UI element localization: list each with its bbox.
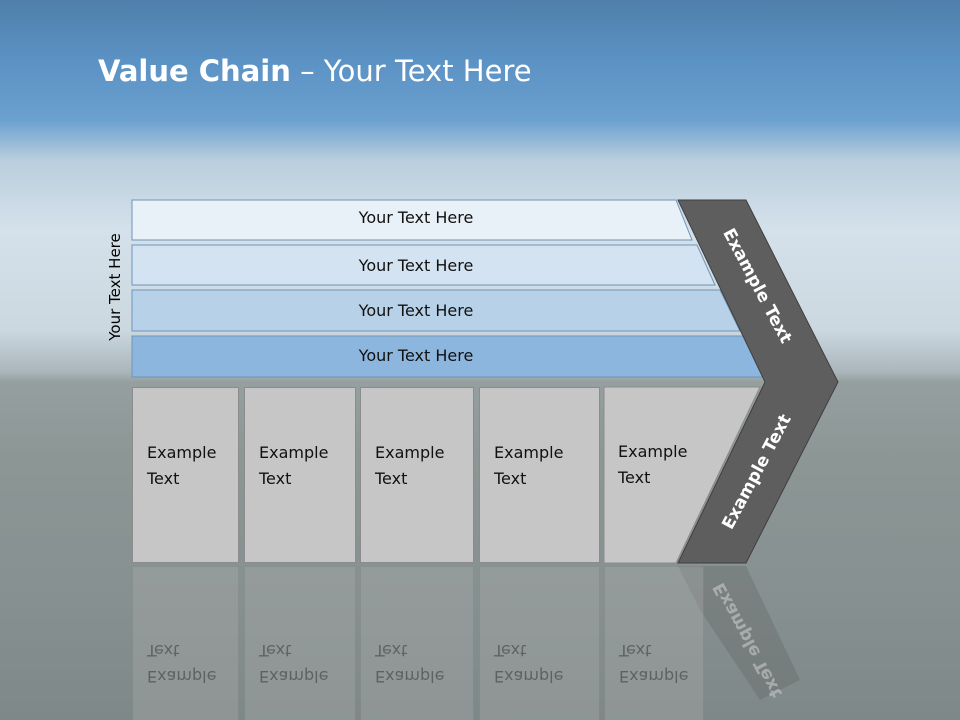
support-bar-3 [131, 289, 741, 332]
support-label-3: Your Text Here [358, 301, 474, 320]
primary-box-3: Example Text [360, 387, 474, 563]
reflect-box-2: Example Text [244, 566, 356, 720]
slide-title: Value Chain – Your Text Here [98, 54, 532, 88]
reflect-box-3-line2: Text [375, 641, 408, 660]
reflect-box-2-line1: Example [259, 667, 329, 686]
primary-box-5-shape [603, 386, 761, 564]
primary-box-5-line2: Text [618, 468, 651, 487]
margin-chevron-reflection [678, 566, 800, 700]
primary-box-1-line1: Example [147, 443, 217, 462]
support-bar-1 [131, 199, 693, 241]
reflect-box-4: Example Text [479, 566, 600, 720]
reflect-box-5-line2: Text [619, 641, 652, 660]
title-rest: – Your Text Here [290, 54, 532, 88]
primary-box-2: Example Text [244, 387, 356, 563]
reflect-box-2-line2: Text [259, 641, 292, 660]
reflect-box-5-line1: Example [619, 667, 689, 686]
reflect-box-1-line2: Text [147, 641, 180, 660]
primary-box-4-line1: Example [494, 443, 564, 462]
primary-box-2-line2: Text [259, 469, 292, 488]
reflect-box-4-line2: Text [494, 641, 527, 660]
reflect-box-1-line1: Example [147, 667, 217, 686]
support-label-4: Your Text Here [358, 346, 474, 365]
primary-box-1: Example Text [132, 387, 239, 563]
support-label-2: Your Text Here [358, 256, 474, 275]
reflect-box-5: Example Text [604, 566, 704, 720]
primary-reflection: Example Text Example Text Example Text E… [0, 566, 960, 720]
primary-box-3-line1: Example [375, 443, 445, 462]
primary-box-2-line1: Example [259, 443, 329, 462]
primary-box-5-line1: Example [618, 442, 688, 461]
reflect-box-3-line1: Example [375, 667, 445, 686]
reflect-box-3: Example Text [360, 566, 474, 720]
primary-box-3-line2: Text [375, 469, 408, 488]
title-bold: Value Chain [98, 54, 291, 88]
primary-box-5: Example Text [604, 387, 704, 563]
margin-chevron [677, 199, 839, 564]
reflect-box-4-line1: Example [494, 667, 564, 686]
reflect-box-1: Example Text [132, 566, 239, 720]
support-label-1: Your Text Here [358, 208, 474, 227]
primary-box-4-line2: Text [494, 469, 527, 488]
primary-box-4: Example Text [479, 387, 600, 563]
primary-box-1-line2: Text [147, 469, 180, 488]
support-bar-2 [131, 244, 716, 286]
